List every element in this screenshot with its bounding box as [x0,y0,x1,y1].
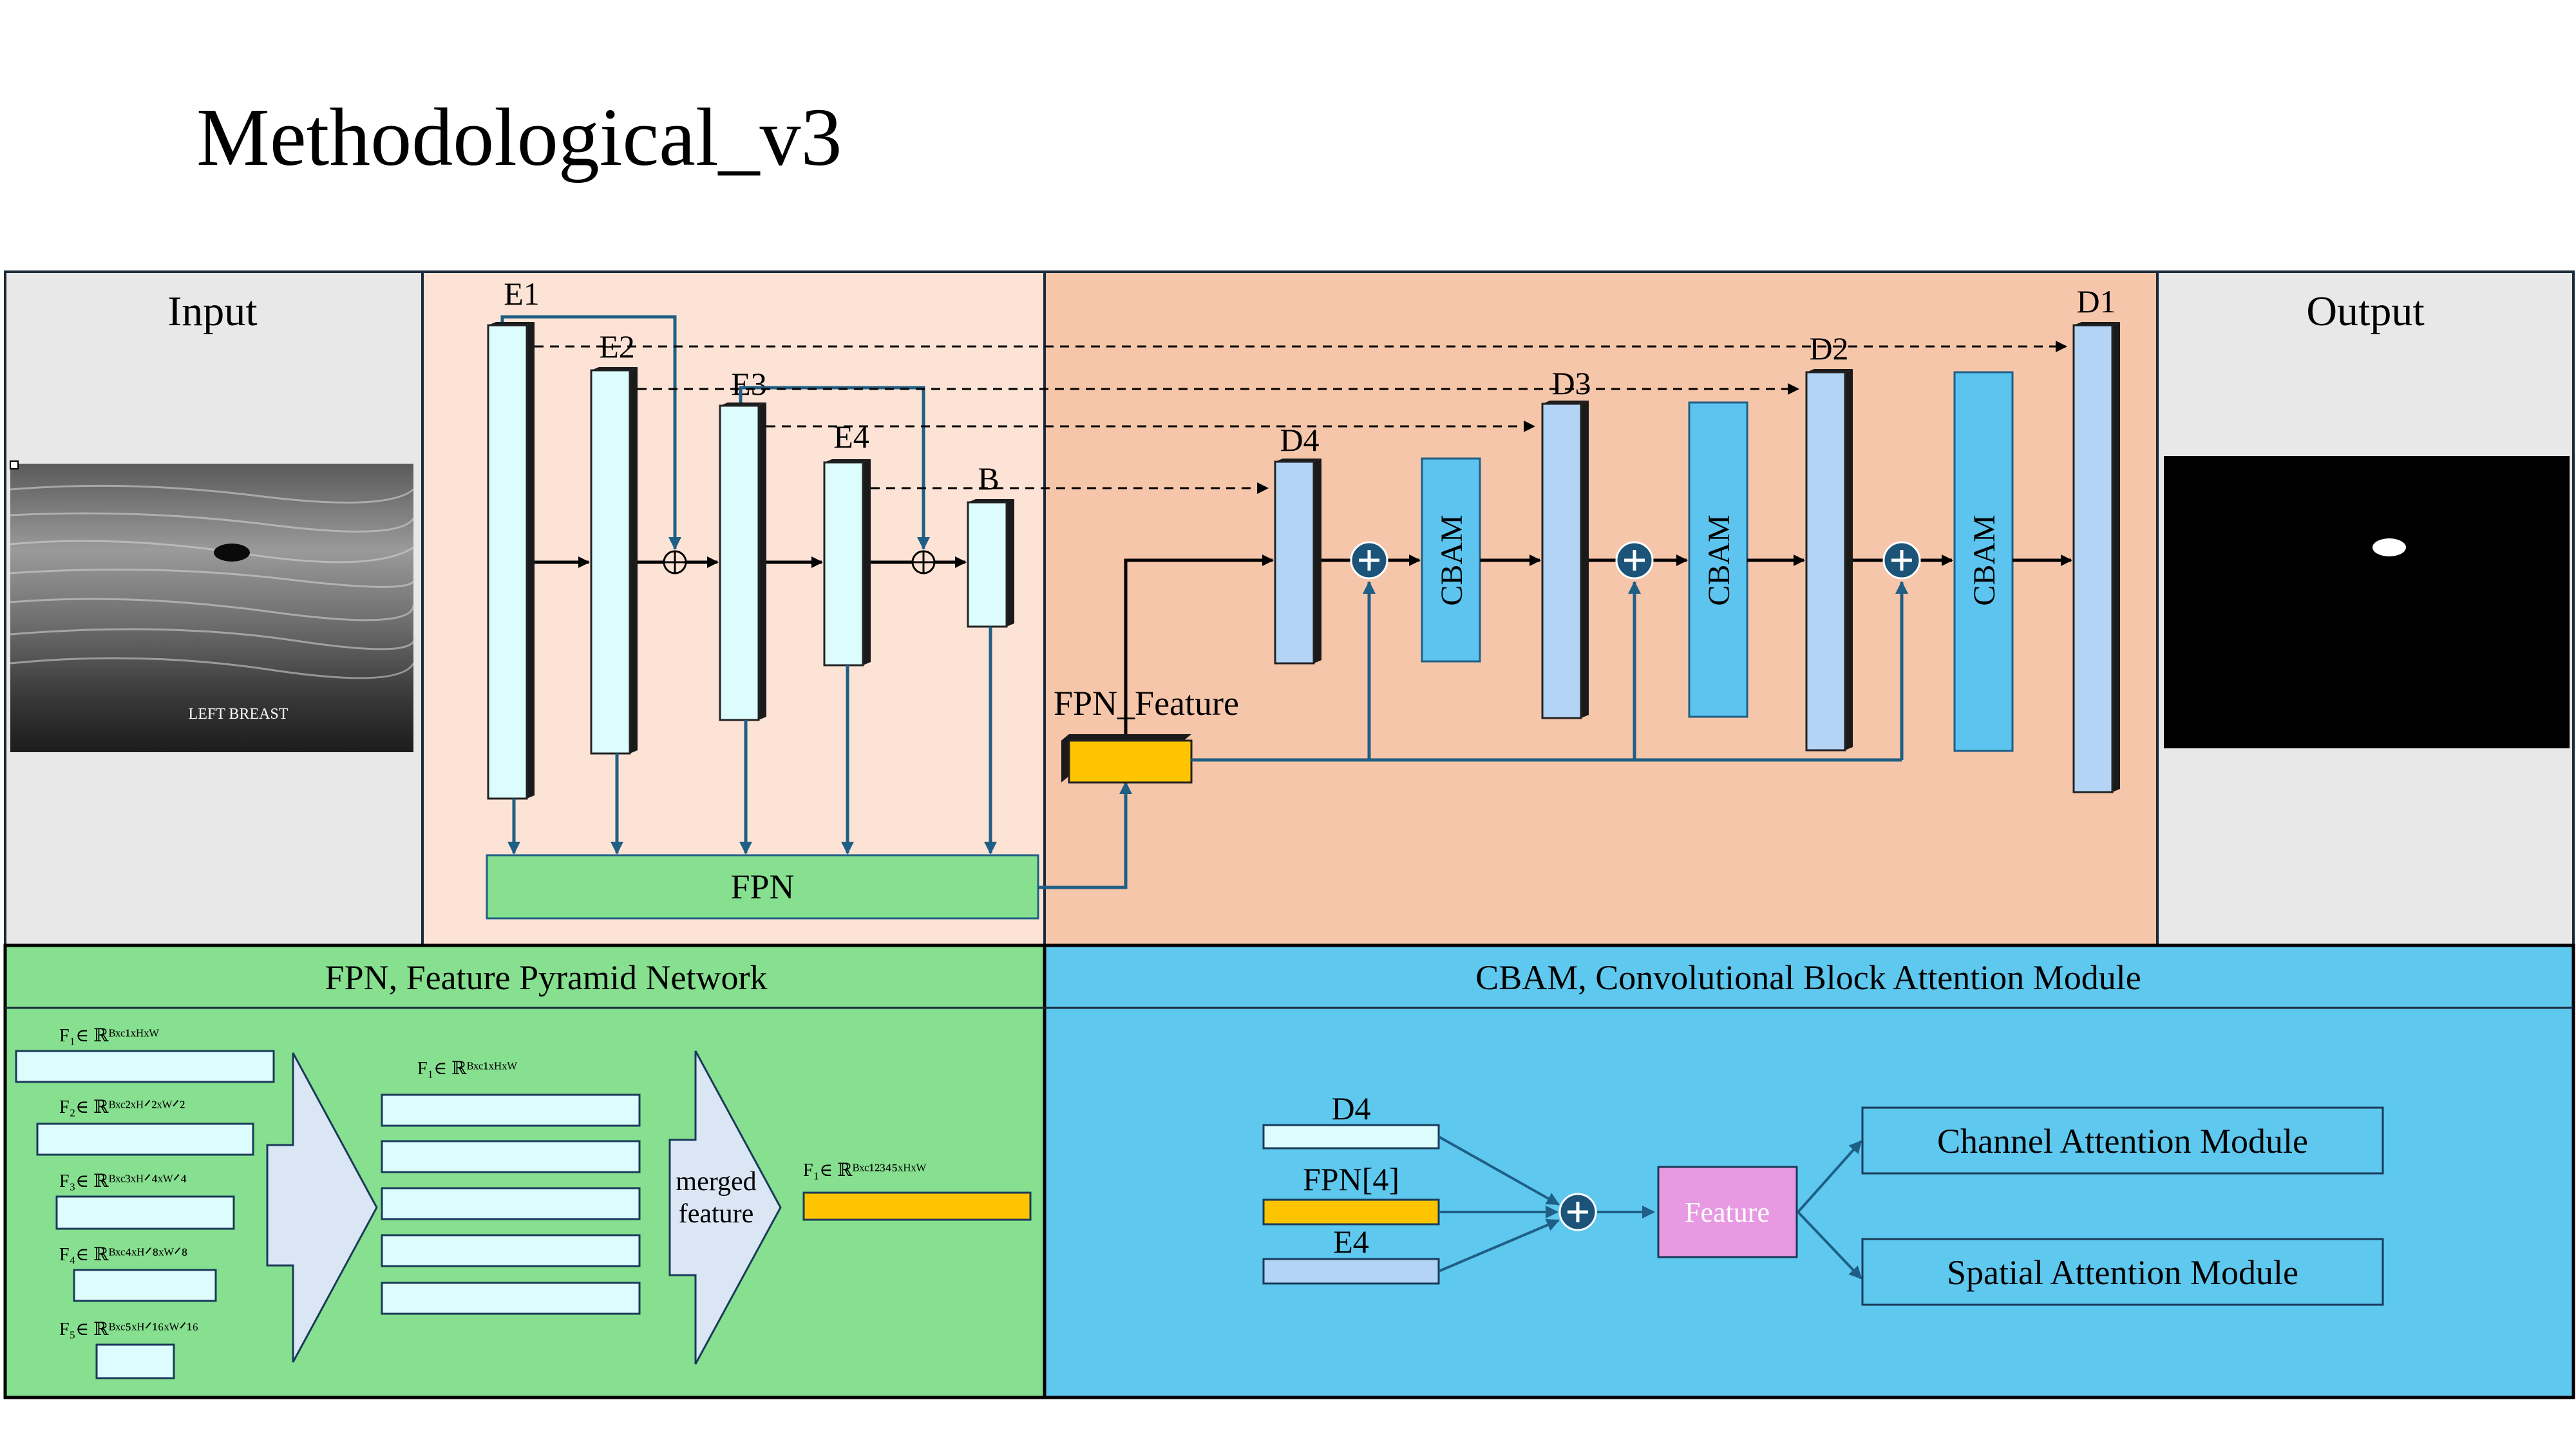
fpn-feature-label: FPN_Feature [1054,684,1239,723]
output-label: Output [2306,288,2424,335]
encoder-add-node-1 [663,550,687,574]
cbam-block-3 [1953,371,2014,752]
cbam-block-2 [1688,401,1748,718]
encoder-block-e2 [590,367,638,755]
fpn-block [486,854,1039,920]
encoder-to-fpn-arrows [507,627,997,855]
decoder-main-path [1124,554,2072,734]
decoder-label-d1: D1 [2076,283,2116,319]
decoder-block-d4 [1274,459,1321,665]
fpn-level-label-5: F₅∈ ℝᴮˣᶜ⁵ˣᴴᐟ¹⁶ˣᵂᐟ¹⁶ [59,1320,198,1340]
fpn-mid-bars [381,1094,641,1315]
fpn-output-label: F₁∈ ℝᴮˣᶜ¹²³⁴⁵ˣᴴˣᵂ [803,1160,927,1180]
decoder-add-node-3 [1882,541,1921,580]
cbam-input-e4-bar [1262,1258,1440,1285]
fpn-level-label-2: F₂∈ ℝᴮˣᶜ²ˣᴴᐟ²ˣᵂᐟ² [59,1097,185,1117]
bottleneck-label: B [978,460,999,497]
encoder-add-node-2 [911,550,936,574]
encoder-block-e4 [823,459,871,667]
input-ultrasound-image: LEFT BREAST [10,460,415,752]
fpn-mid-label: F₁∈ ℝᴮˣᶜ¹ˣᴴˣᵂ [417,1059,517,1079]
fpn-level-label-4: F₄∈ ℝᴮˣᶜ⁴ˣᴴᐟ⁸ˣᵂᐟ⁸ [59,1245,187,1265]
bottleneck-block [967,499,1014,628]
cbam-section-title: CBAM, Convolutional Block Attention Modu… [1475,958,2141,997]
fpn-block-label: FPN [730,867,794,906]
image-caption: LEFT BREAST [189,706,289,723]
fpn-level-bars [15,1050,275,1379]
cbam-block-1-label: CBAM [1435,515,1469,605]
cbam-block-3-label: CBAM [1967,515,2002,605]
channel-attention-label: Channel Attention Module [1937,1122,2308,1160]
encoder-residual-links [500,315,930,550]
page-title: Methodological_v3 [196,91,842,183]
decoder-label-d2: D2 [1809,330,1848,366]
decoder-add-node-2 [1615,541,1654,580]
fpn-level-label-3: F₃∈ ℝᴮˣᶜ³ˣᴴᐟ⁴ˣᵂᐟ⁴ [59,1171,187,1191]
decoder-block-d2 [1805,369,1853,752]
encoder-label-e1: E1 [504,276,540,312]
cbam-input-fpn4-bar [1262,1198,1440,1226]
skip-connections [535,341,2067,494]
cbam-input-e4-label: E4 [1333,1224,1369,1260]
decoder-block-d3 [1541,401,1589,719]
fpn-big-arrow-2 [668,1050,782,1365]
cbam-block-2-label: CBAM [1702,515,1736,605]
channel-attention-box [1861,1106,2384,1175]
cbam-block-1 [1421,457,1481,663]
cbam-feature-label: Feature [1685,1197,1770,1228]
decoder-add-node-1 [1350,541,1388,580]
encoder-label-e4: E4 [833,419,869,455]
cbam-input-d4-label: D4 [1331,1090,1370,1126]
encoder-block-e1 [487,322,535,800]
decoder-label-d4: D4 [1280,422,1319,458]
output-mask-image [2164,456,2570,748]
fpn-feature-fanout [1191,581,1908,762]
input-label: Input [167,288,257,335]
decoder-label-d3: D3 [1551,365,1591,401]
fpn-big-arrow-1 [266,1052,378,1363]
cbam-input-fpn4-label: FPN[4] [1303,1161,1399,1197]
fpn-to-feature-arrow [1038,781,1132,889]
spatial-attention-box [1861,1238,2384,1306]
decoder-block-d1 [2072,322,2120,793]
encoder-label-e3: E3 [731,366,767,402]
cbam-add-node [1558,1193,1597,1231]
merged-label-line1: merged [676,1167,756,1197]
spatial-attention-label: Spatial Attention Module [1947,1253,2298,1292]
merged-label-line2: feature [679,1199,754,1229]
cbam-input-arrows [1438,1135,1862,1280]
fpn-feature-block [1061,734,1193,784]
encoder-block-e3 [719,402,766,721]
fpn-merged-output-bar [802,1191,1032,1221]
cbam-input-d4-bar [1262,1124,1440,1150]
cbam-feature-box [1657,1166,1798,1258]
fpn-level-label-1: F₁∈ ℝᴮˣᶜ¹ˣᴴˣᵂ [59,1026,159,1046]
fpn-section-title: FPN, Feature Pyramid Network [325,958,768,997]
